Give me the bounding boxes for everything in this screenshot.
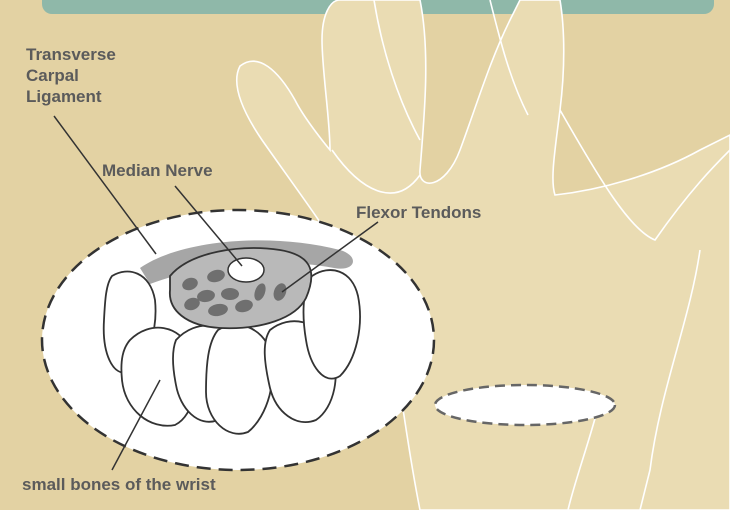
ligament-label: Transverse Carpal Ligament (26, 44, 116, 107)
wrist-section-marker (435, 385, 615, 425)
leader-ligament (54, 116, 156, 254)
flexor-tendons-label: Flexor Tendons (356, 202, 481, 223)
ligament-label-line-1: Transverse (26, 44, 116, 65)
ligament-label-line-3: Ligament (26, 86, 116, 107)
median-nerve (228, 258, 264, 282)
ligament-label-line-2: Carpal (26, 65, 116, 86)
small-bones-label: small bones of the wrist (22, 474, 216, 495)
tendon (221, 288, 239, 300)
median-nerve-label: Median Nerve (102, 160, 213, 181)
